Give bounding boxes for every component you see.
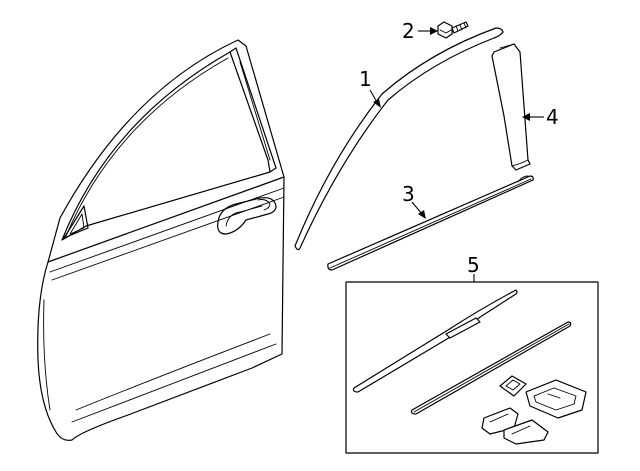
part-1-frame-molding: [294, 27, 504, 251]
part-2-screw: [437, 21, 469, 39]
part-5-kit-box: [345, 281, 599, 454]
front-door: [37, 39, 285, 441]
callout-number-4: 4: [546, 105, 559, 129]
part-3-belt-molding: [327, 175, 534, 271]
callout-leaders: [369, 27, 544, 282]
callout-number-2: 2: [402, 19, 415, 43]
part-4-pillar-garnish: [491, 43, 531, 171]
callout-number-5: 5: [467, 253, 480, 277]
callout-number-3: 3: [402, 182, 415, 206]
callout-number-1: 1: [359, 67, 372, 91]
